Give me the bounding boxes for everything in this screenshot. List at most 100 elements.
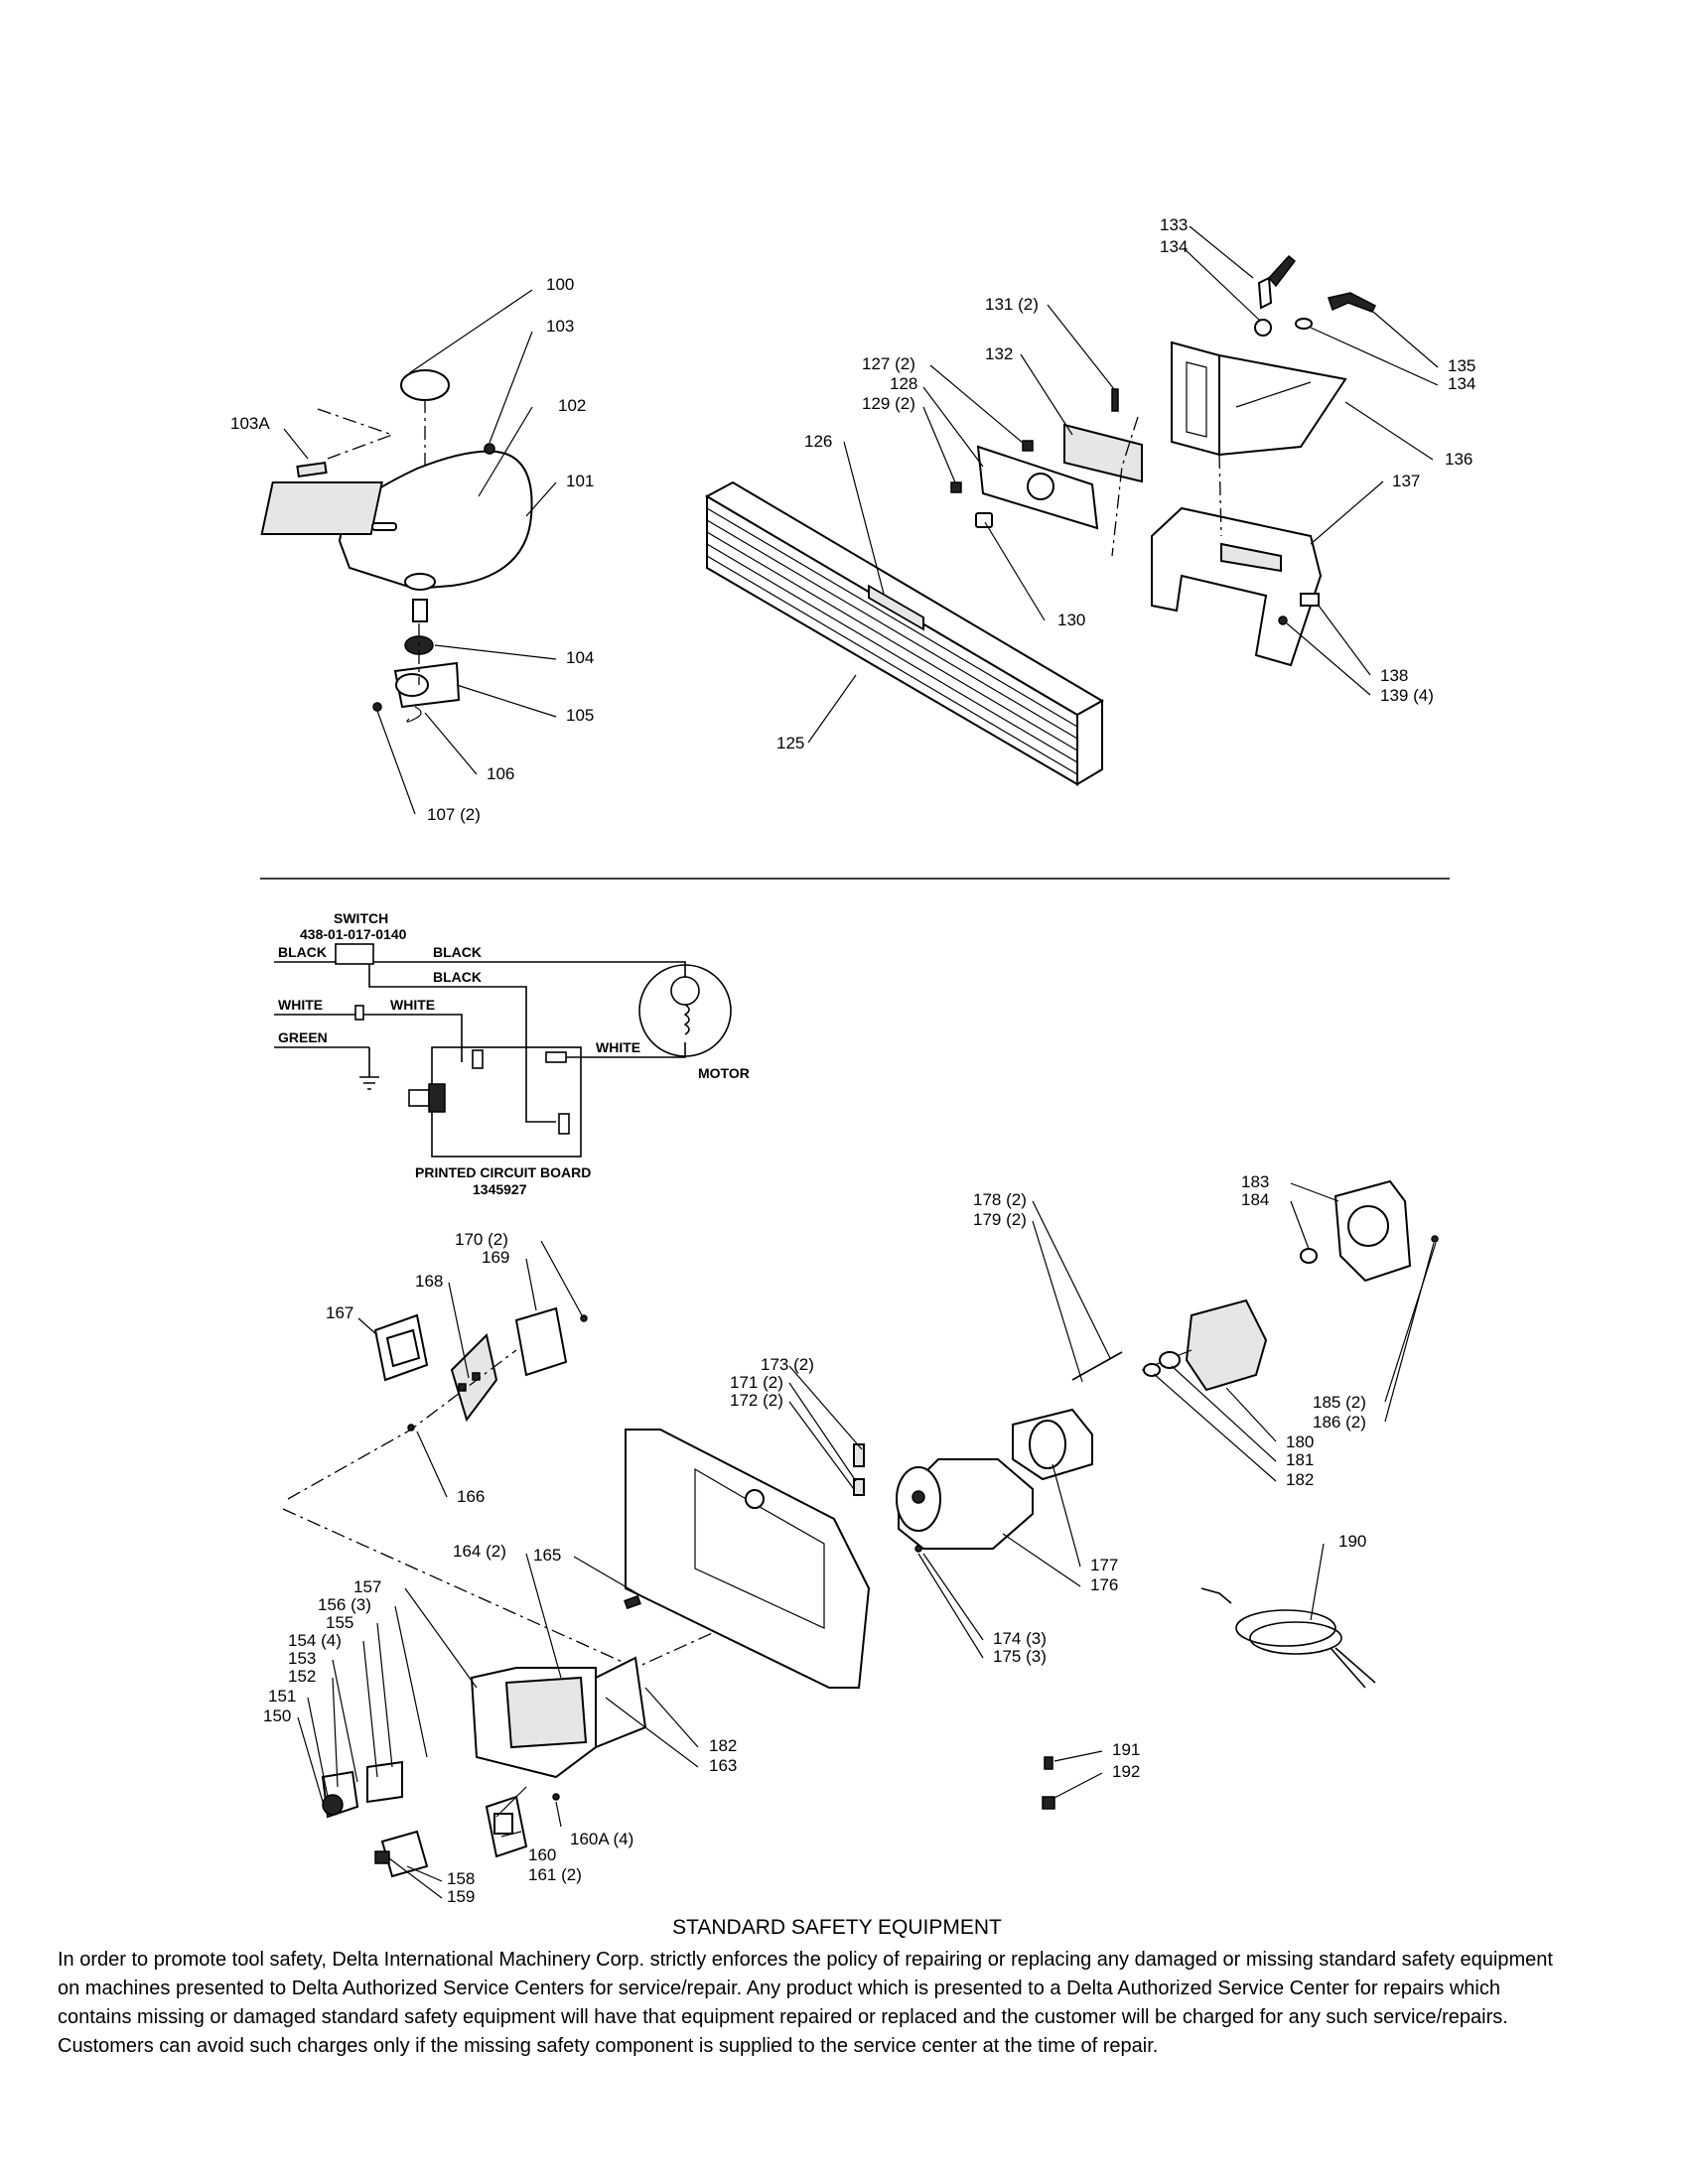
leader-175: [917, 1553, 984, 1659]
leader-166: [416, 1431, 448, 1498]
part-190-cord-coil: [1235, 1609, 1336, 1647]
callout-155: 155: [326, 1613, 353, 1632]
wire-black-pcb: [368, 964, 556, 1123]
part-190-cord-ends: [1330, 1647, 1376, 1689]
leader-131: [1047, 304, 1115, 390]
callout-numbers: 100 103 102 101 103A 104 105 106 107 (2)…: [230, 215, 1475, 1906]
callout-191: 191: [1112, 1740, 1140, 1759]
callout-107: 107 (2): [427, 805, 481, 824]
callout-137: 137: [1392, 472, 1420, 490]
callout-183: 183: [1241, 1172, 1269, 1191]
callout-105: 105: [566, 706, 594, 725]
callout-104: 104: [566, 648, 594, 667]
part-171-brush: [853, 1443, 865, 1467]
leader-134: [1183, 247, 1260, 321]
centerline-131: [1111, 416, 1139, 557]
part-127-screw: [1022, 440, 1034, 452]
part-128-hole: [1027, 473, 1054, 500]
wire-label-black-1: BLACK: [278, 944, 327, 960]
part-102-label: [260, 481, 383, 535]
leader-158: [406, 1865, 443, 1882]
callout-102: 102: [558, 396, 586, 415]
callout-175: 175 (3): [993, 1647, 1047, 1666]
leader-178: [1032, 1200, 1111, 1359]
leader-125: [807, 674, 857, 744]
leader-157: [404, 1587, 478, 1689]
leader-182: [1153, 1373, 1277, 1482]
part-160a-screw: [552, 1793, 560, 1801]
callout-103: 103: [546, 317, 574, 336]
leader-162: [644, 1687, 699, 1748]
leader-139: [1286, 622, 1371, 696]
part-183-bore: [1347, 1205, 1389, 1247]
leader-186: [1384, 1242, 1435, 1423]
leader-107: [376, 710, 416, 815]
part-177-bore: [1029, 1420, 1066, 1469]
part-158-switch: [380, 1830, 429, 1878]
pcb-outline: [431, 1046, 582, 1158]
table-insert-assembly: [260, 369, 533, 723]
callout-135: 135: [1448, 356, 1475, 375]
leader-177: [1052, 1463, 1081, 1568]
leader-103a: [283, 428, 309, 460]
wire-label-green: GREEN: [278, 1029, 328, 1045]
leader-179: [1032, 1220, 1083, 1383]
leader-160a: [555, 1801, 562, 1828]
leader-181: [1171, 1365, 1277, 1462]
part-150-knob: [322, 1794, 344, 1816]
leader-161: [500, 1831, 522, 1838]
callout-156: 156 (3): [318, 1595, 371, 1614]
part-129-nut: [950, 481, 962, 493]
part-101-slot: [371, 522, 397, 531]
part-panel-plate: [625, 1429, 871, 1689]
callout-134: 134: [1160, 237, 1188, 256]
leader-167: [357, 1317, 378, 1336]
callout-103a: 103A: [230, 414, 270, 433]
callout-133: 133: [1160, 215, 1188, 234]
callout-158: 158: [447, 1869, 475, 1888]
leader-137: [1310, 480, 1384, 545]
callout-163: 163: [709, 1756, 737, 1775]
callout-100: 100: [546, 275, 574, 294]
leader-165: [573, 1556, 646, 1599]
leader-133: [1189, 225, 1254, 279]
leader-101: [525, 481, 557, 517]
part-101-hub: [404, 573, 436, 591]
part-169-cover: [514, 1306, 568, 1377]
part-101-post: [412, 599, 428, 622]
wiring-diagram: SWITCH 438-01-017-0140 BLACK BLACK BLACK…: [274, 910, 750, 1197]
part-136-slot: [1186, 361, 1207, 438]
centerline-166: [287, 1349, 517, 1500]
part-190-cord-coil-2: [1249, 1621, 1342, 1655]
callout-132: 132: [985, 344, 1013, 363]
wire-label-white-3: WHITE: [596, 1039, 640, 1055]
motor-field-coil: [683, 1004, 690, 1035]
callout-138: 138: [1380, 666, 1408, 685]
motor-circle: [638, 964, 732, 1057]
callout-192: 192: [1112, 1762, 1140, 1781]
leader-128: [922, 386, 984, 468]
callout-176: 176: [1090, 1575, 1118, 1594]
part-126-scale: [868, 584, 924, 631]
pcb-knob: [428, 1083, 446, 1113]
pcb-terminal-1: [472, 1049, 484, 1069]
leader-105: [456, 684, 557, 718]
part-136-slot2: [1235, 381, 1312, 408]
leader-156: [394, 1605, 428, 1758]
callout-160a: 160A (4): [570, 1830, 633, 1848]
part-165-clip: [624, 1594, 641, 1610]
leader-127: [929, 364, 1024, 444]
pcb-part-number: 1345927: [473, 1181, 527, 1197]
leader-135: [1372, 311, 1439, 368]
pcb-terminal-3: [558, 1113, 570, 1135]
fence-assembly: [704, 254, 1377, 786]
callout-177: 177: [1090, 1556, 1118, 1574]
part-panel-hole: [745, 1489, 765, 1509]
callout-167: 167: [326, 1303, 353, 1322]
switch-part-number: 438-01-017-0140: [300, 926, 407, 942]
wire-white-motor: [566, 1042, 686, 1058]
part-182-washer: [1143, 1363, 1161, 1377]
callout-161: 161 (2): [528, 1865, 582, 1884]
motor-armature: [670, 976, 700, 1006]
callout-185: 185 (2): [1313, 1393, 1366, 1412]
